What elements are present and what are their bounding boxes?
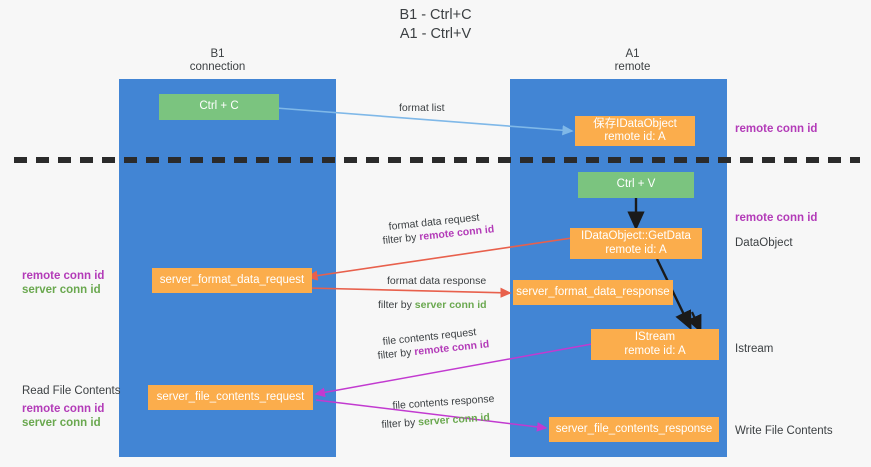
node-idataobject-sub: remote id: A [604, 131, 666, 143]
node-getdata-sub: remote id: A [605, 243, 667, 256]
lane-a1-title: A1 [625, 48, 640, 60]
right-label-dataobject: DataObject [735, 237, 793, 249]
left-label-server-conn-id-mid: server conn id [22, 284, 101, 296]
edge-label-file-contents-response-filter: filter by server conn id [381, 410, 490, 432]
left-label-server-conn-id-bottom: server conn id [22, 417, 101, 429]
node-sfdresp-label: server_format_data_response [516, 285, 670, 298]
edge-label-format-data-response: format data response [387, 275, 487, 287]
node-ctrl-v[interactable]: Ctrl + V [578, 172, 694, 198]
node-ctrl-c-label: Ctrl + C [199, 100, 239, 113]
edge-label-format-list: format list [399, 102, 445, 114]
edge-label-format-data-response-filter: filter by server conn id [378, 298, 487, 312]
title-line-1: B1 - Ctrl+C [399, 7, 472, 23]
node-sfcreq-label: server_file_contents_request [156, 390, 305, 403]
right-label-write-file-contents: Write File Contents [735, 425, 833, 437]
node-istream-label: IStream [634, 331, 676, 343]
node-sfdreq-label: server_format_data_request [159, 273, 305, 286]
node-ctrl-v-label: Ctrl + V [616, 178, 656, 191]
node-server-format-data-response[interactable]: server_format_data_response [513, 280, 673, 305]
left-label-remote-conn-id-mid: remote conn id [22, 270, 105, 282]
node-ctrl-c[interactable]: Ctrl + C [159, 94, 279, 120]
right-label-remote-conn-id-mid: remote conn id [735, 212, 818, 224]
lane-b1-title: B1 [210, 48, 225, 60]
node-server-format-data-request[interactable]: server_format_data_request [152, 268, 312, 293]
node-istream-sub: remote id: A [624, 344, 686, 357]
node-idataobject-label: 保存IDataObject [593, 117, 677, 130]
filter-prefix-2: filter by [378, 299, 415, 311]
node-istream[interactable]: IStream remote id: A [591, 329, 719, 360]
left-label-read-file-contents: Read File Contents [22, 385, 121, 397]
diagram-title: B1 - Ctrl+C A1 - Ctrl+V [0, 6, 871, 44]
lane-header-b1: B1 connection [140, 48, 295, 74]
right-label-remote-conn-id-top: remote conn id [735, 123, 818, 135]
filter-prefix-1: filter by [382, 231, 420, 247]
filter-prefix-3: filter by [377, 346, 415, 362]
node-idataobject-getdata[interactable]: IDataObject::GetData remote id: A [570, 228, 702, 259]
lane-header-a1: A1 remote [555, 48, 710, 74]
node-getdata-label: IDataObject::GetData [581, 230, 691, 242]
lane-a1-subtitle: remote [614, 61, 651, 73]
title-line-2: A1 - Ctrl+V [399, 26, 472, 42]
node-idataobject[interactable]: 保存IDataObject remote id: A [575, 116, 695, 146]
node-sfcresp-label: server_file_contents_response [555, 422, 713, 435]
left-label-remote-conn-id-bottom: remote conn id [22, 403, 105, 415]
filter-prefix-4: filter by [381, 416, 419, 431]
filter-key-2: server conn id [414, 299, 487, 311]
node-server-file-contents-response[interactable]: server_file_contents_response [549, 417, 719, 442]
filter-key-4: server conn id [417, 411, 491, 429]
edge-label-file-contents-response: file contents response [392, 392, 495, 412]
node-server-file-contents-request[interactable]: server_file_contents_request [148, 385, 313, 410]
right-label-istream: Istream [735, 343, 774, 355]
lane-b1-subtitle: connection [189, 61, 246, 73]
